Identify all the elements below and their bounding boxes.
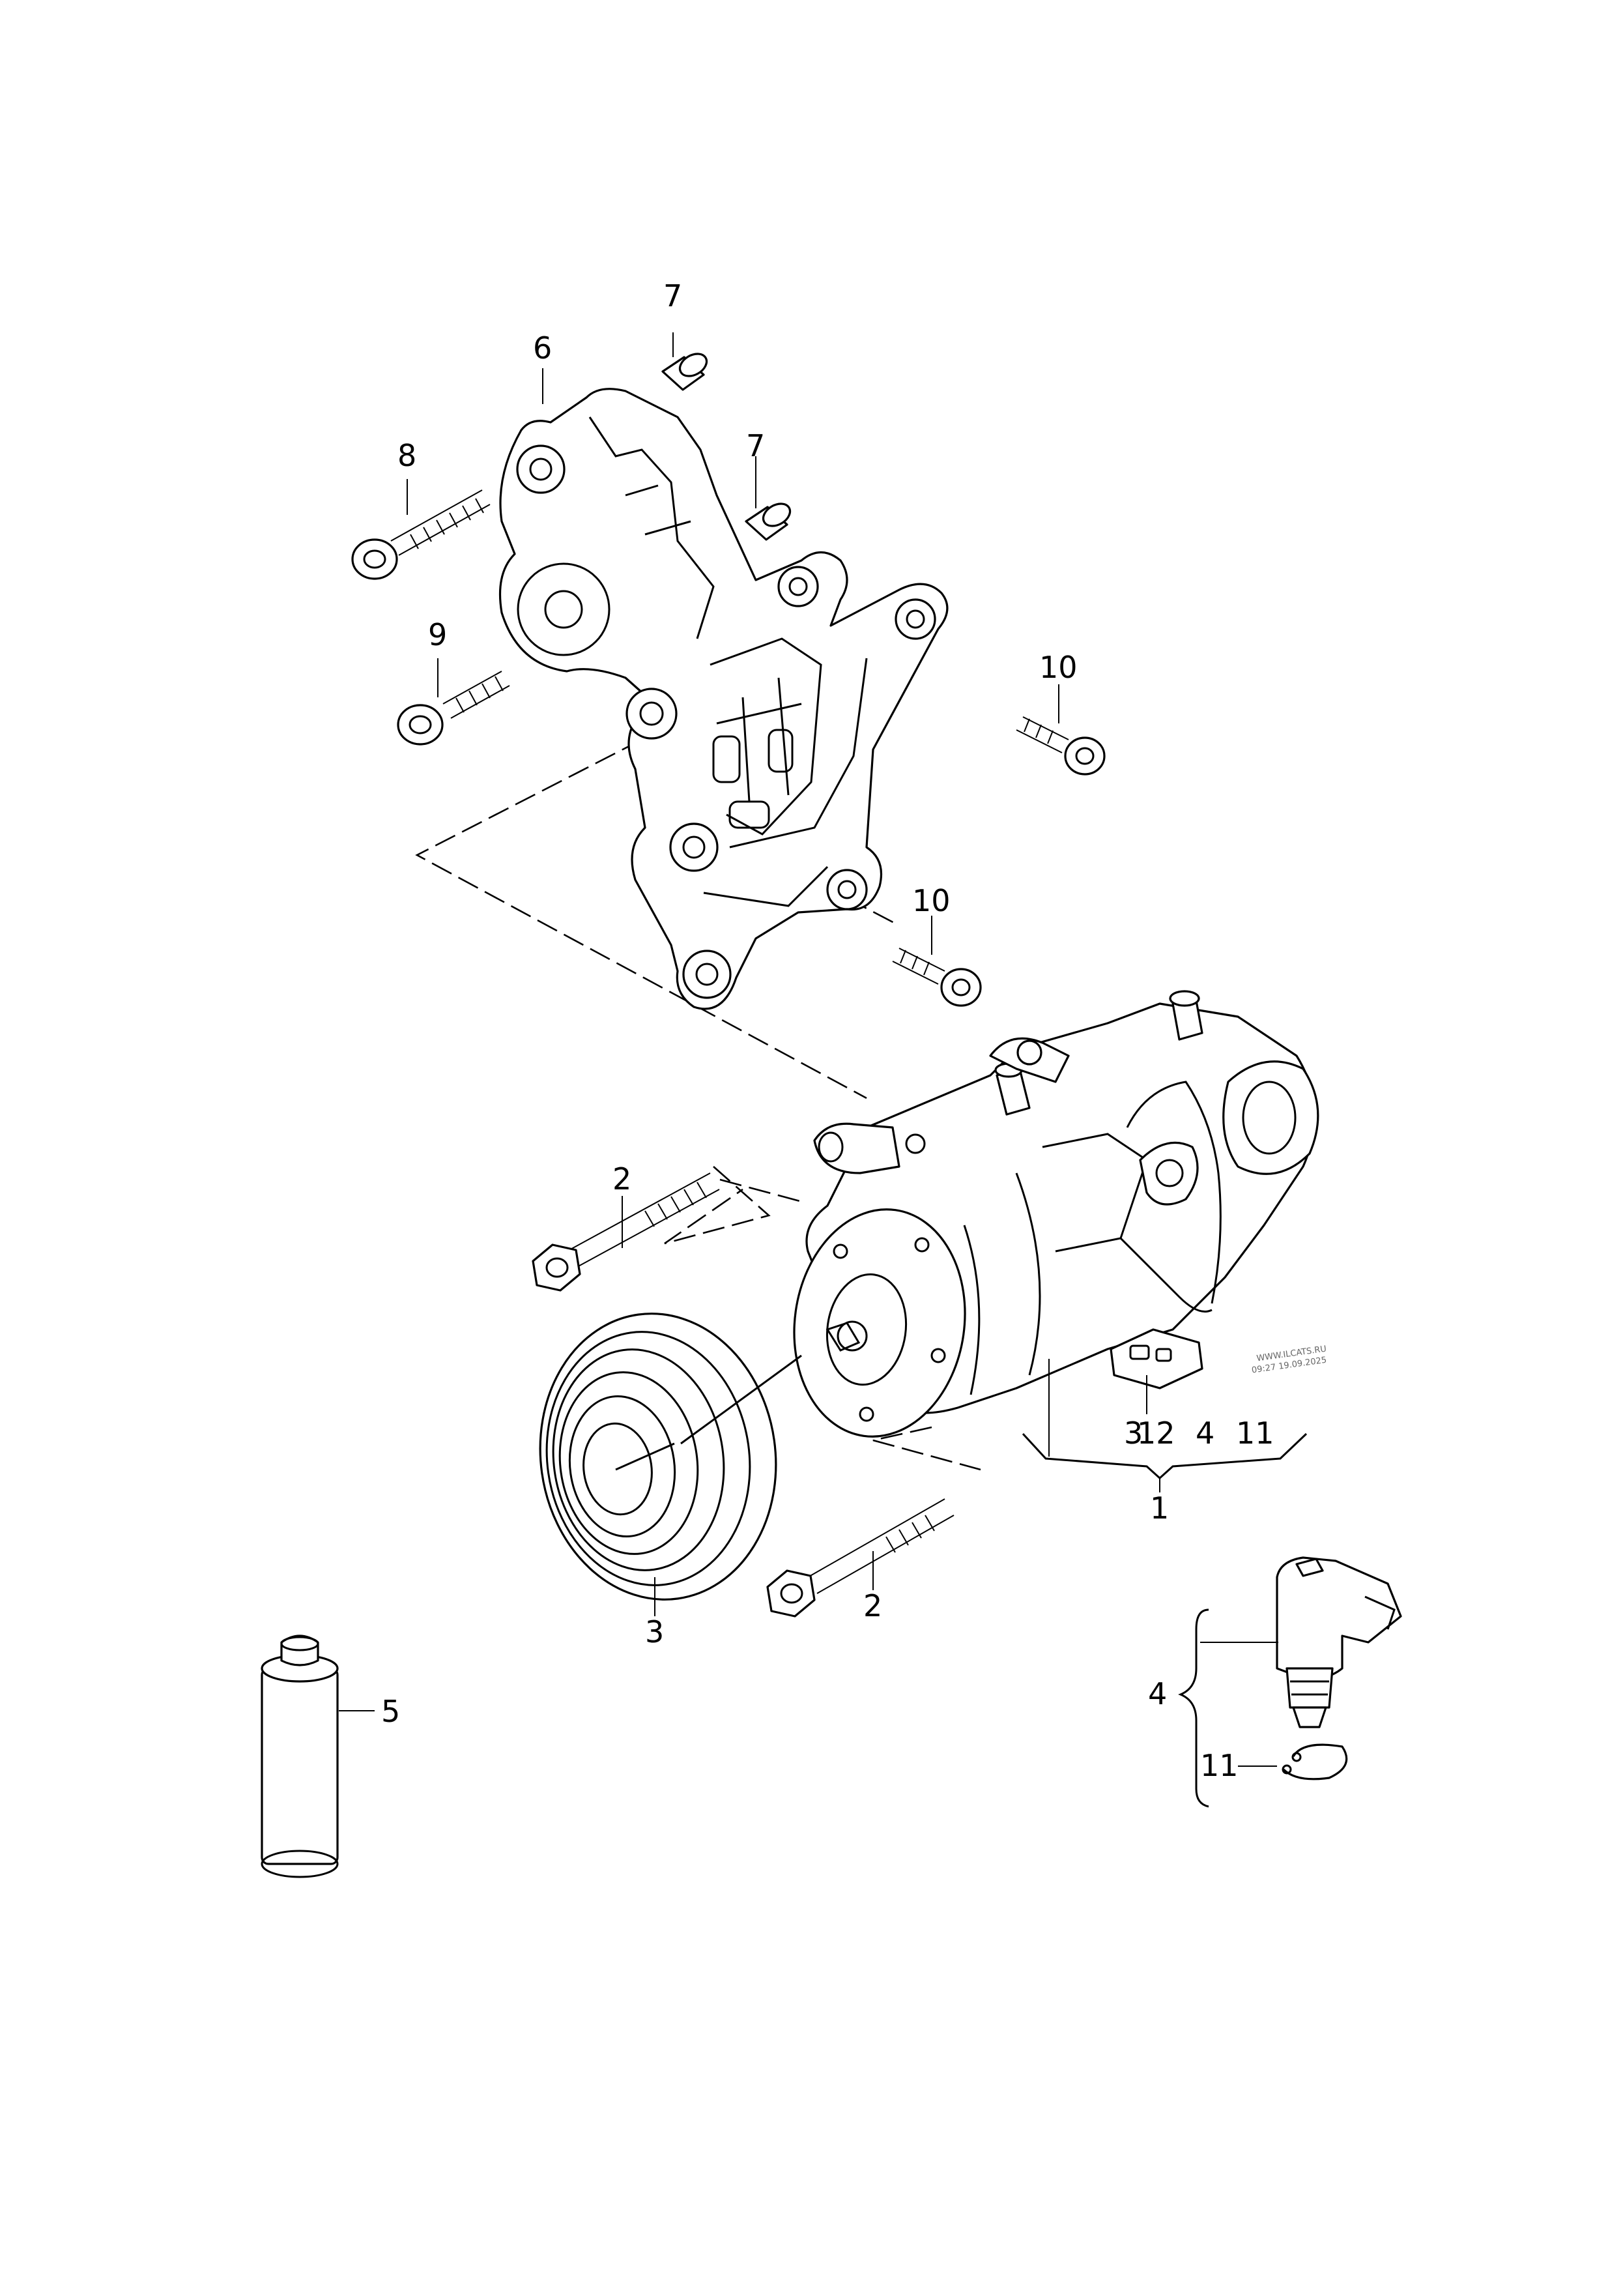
- callout-3b: 3: [645, 1614, 664, 1649]
- control-valve-drawing: [1276, 1556, 1402, 1728]
- bolt-8-drawing: [351, 489, 491, 580]
- pulley-drawing: [539, 1313, 802, 1601]
- callout-labels: 7 6 7 8 9 10 10 2 3 12 4 11 1 3 2 5 4 11: [381, 278, 1274, 1783]
- compressor-drawing: [793, 990, 1319, 1438]
- bolt-2a-drawing: [532, 1172, 720, 1292]
- circlip-drawing: [1282, 1743, 1348, 1780]
- callout-1: 1: [1150, 1490, 1169, 1526]
- callout-4b: 4: [1148, 1676, 1167, 1711]
- callout-12: 12: [1137, 1416, 1175, 1451]
- callout-10b: 10: [912, 883, 951, 918]
- watermark: WWW.ILCATS.RU 09:27 19.09.2025: [1251, 1344, 1327, 1376]
- mounting-bracket-drawing: [498, 388, 949, 1010]
- sleeve-7a-drawing: [661, 353, 708, 391]
- leader-lines: [339, 332, 1308, 1808]
- callout-10a: 10: [1039, 650, 1078, 685]
- callout-2a: 2: [612, 1161, 631, 1197]
- callout-8: 8: [397, 438, 416, 473]
- callout-7a: 7: [663, 278, 682, 313]
- callout-3a: 3: [1124, 1416, 1143, 1451]
- callout-4a: 4: [1196, 1416, 1214, 1451]
- bolt-2b-drawing: [766, 1498, 955, 1618]
- callout-6: 6: [533, 330, 552, 366]
- callout-5: 5: [381, 1694, 400, 1729]
- bolt-10b-drawing: [892, 948, 982, 1007]
- callout-11a: 11: [1236, 1416, 1274, 1451]
- bolt-10a-drawing: [1016, 716, 1106, 776]
- callout-9: 9: [428, 617, 447, 652]
- bolt-9-drawing: [397, 671, 510, 746]
- sleeve-7b-drawing: [745, 502, 792, 541]
- callout-2b: 2: [863, 1588, 882, 1623]
- callout-7b: 7: [746, 428, 765, 463]
- callout-11b: 11: [1200, 1748, 1239, 1783]
- oil-bottle-drawing: [261, 1635, 339, 1878]
